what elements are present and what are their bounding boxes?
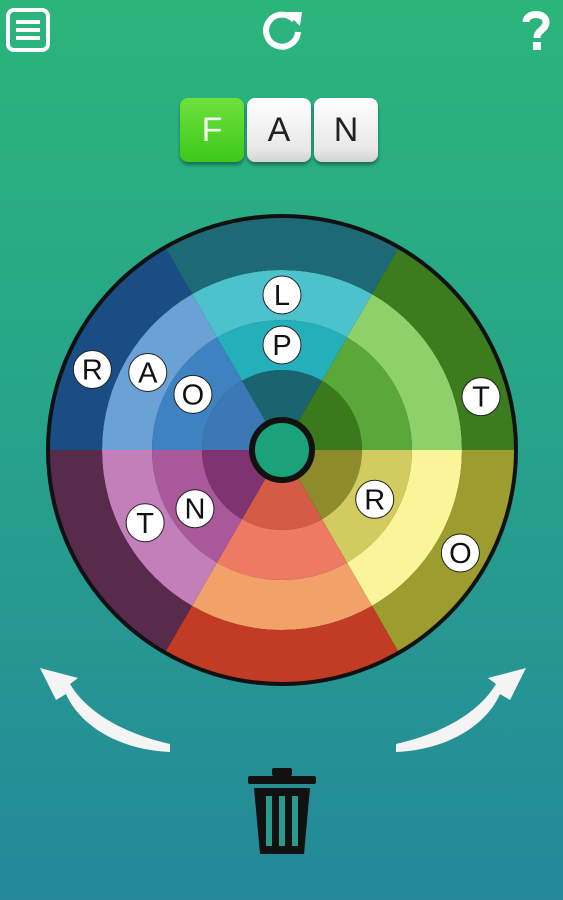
rotate-left-button[interactable] — [30, 664, 172, 756]
wheel-letter[interactable]: R — [72, 350, 112, 390]
rotate-right-button[interactable] — [394, 664, 536, 756]
restart-icon — [263, 11, 302, 50]
wheel-letter[interactable]: A — [128, 353, 168, 392]
wheel-letter-disc — [440, 533, 480, 573]
wheel-letter-text: A — [138, 358, 158, 390]
wheel-letter[interactable]: T — [461, 377, 501, 417]
wheel-ring-cell — [166, 217, 398, 295]
wheel-ring-cell — [347, 450, 462, 606]
wheel-letter[interactable]: O — [173, 374, 213, 414]
wheel-letter[interactable]: R — [355, 479, 395, 519]
wheel-ring-cell — [242, 369, 322, 450]
help-icon — [522, 11, 550, 50]
rotate-left-arrow-icon — [40, 668, 170, 752]
wheel-letter-text: O — [449, 538, 472, 570]
wheel-letter-disc — [355, 479, 395, 519]
wheel-ring-cell — [217, 519, 347, 580]
wheel-ring-cell — [347, 294, 462, 450]
word-letter-tile[interactable]: N — [314, 98, 378, 162]
wheel-letter[interactable]: O — [440, 533, 480, 573]
wheel-letter-text: R — [82, 355, 103, 387]
wheel-letter-disc — [125, 503, 165, 543]
rotate-right-arrow-icon — [396, 668, 526, 752]
wheel-letter-text: T — [472, 382, 490, 414]
wheel-ring-cell — [242, 450, 322, 530]
wheel-letter-disc — [128, 353, 168, 392]
menu-icon — [6, 8, 50, 52]
wheel-letter-text: T — [136, 508, 154, 540]
current-word: F A N — [180, 98, 378, 162]
trash-icon — [248, 768, 316, 854]
menu-button[interactable] — [4, 6, 52, 54]
wheel-ring-cell — [322, 337, 412, 450]
wheel-letter-disc — [175, 489, 215, 529]
wheel-letter-disc — [262, 275, 302, 315]
wheel-ring-cell — [166, 605, 398, 682]
trash-button[interactable] — [244, 766, 320, 858]
wheel-letter[interactable]: T — [125, 503, 165, 543]
wheel-ring-cell — [50, 450, 192, 651]
word-letter-tile[interactable]: F — [180, 98, 244, 162]
wheel-segment-top[interactable] — [166, 217, 398, 450]
wheel-letter-text: N — [184, 494, 205, 526]
wheel-letter-text: O — [182, 379, 205, 411]
wheel-letter-disc — [461, 377, 501, 417]
wheel-letter[interactable]: N — [175, 489, 215, 529]
wheel-letter-disc — [262, 325, 302, 365]
word-letter-tile[interactable]: A — [247, 98, 311, 162]
wheel-ring-cell — [192, 562, 372, 630]
wheel-letter-text: R — [364, 484, 385, 516]
wheel-letter[interactable]: P — [262, 325, 302, 365]
wheel-ring-cell — [50, 249, 192, 450]
wheel-letter-disc — [72, 350, 112, 390]
wheel-letter-text: P — [272, 330, 291, 362]
wheel-letter[interactable]: L — [262, 275, 302, 315]
wheel-segment-bottom[interactable] — [166, 450, 398, 682]
wheel-letter-text: L — [274, 280, 290, 312]
help-button[interactable] — [512, 6, 560, 54]
restart-button[interactable] — [258, 6, 306, 54]
wheel-hub[interactable] — [249, 417, 315, 483]
wheel-letter-disc — [173, 374, 213, 414]
